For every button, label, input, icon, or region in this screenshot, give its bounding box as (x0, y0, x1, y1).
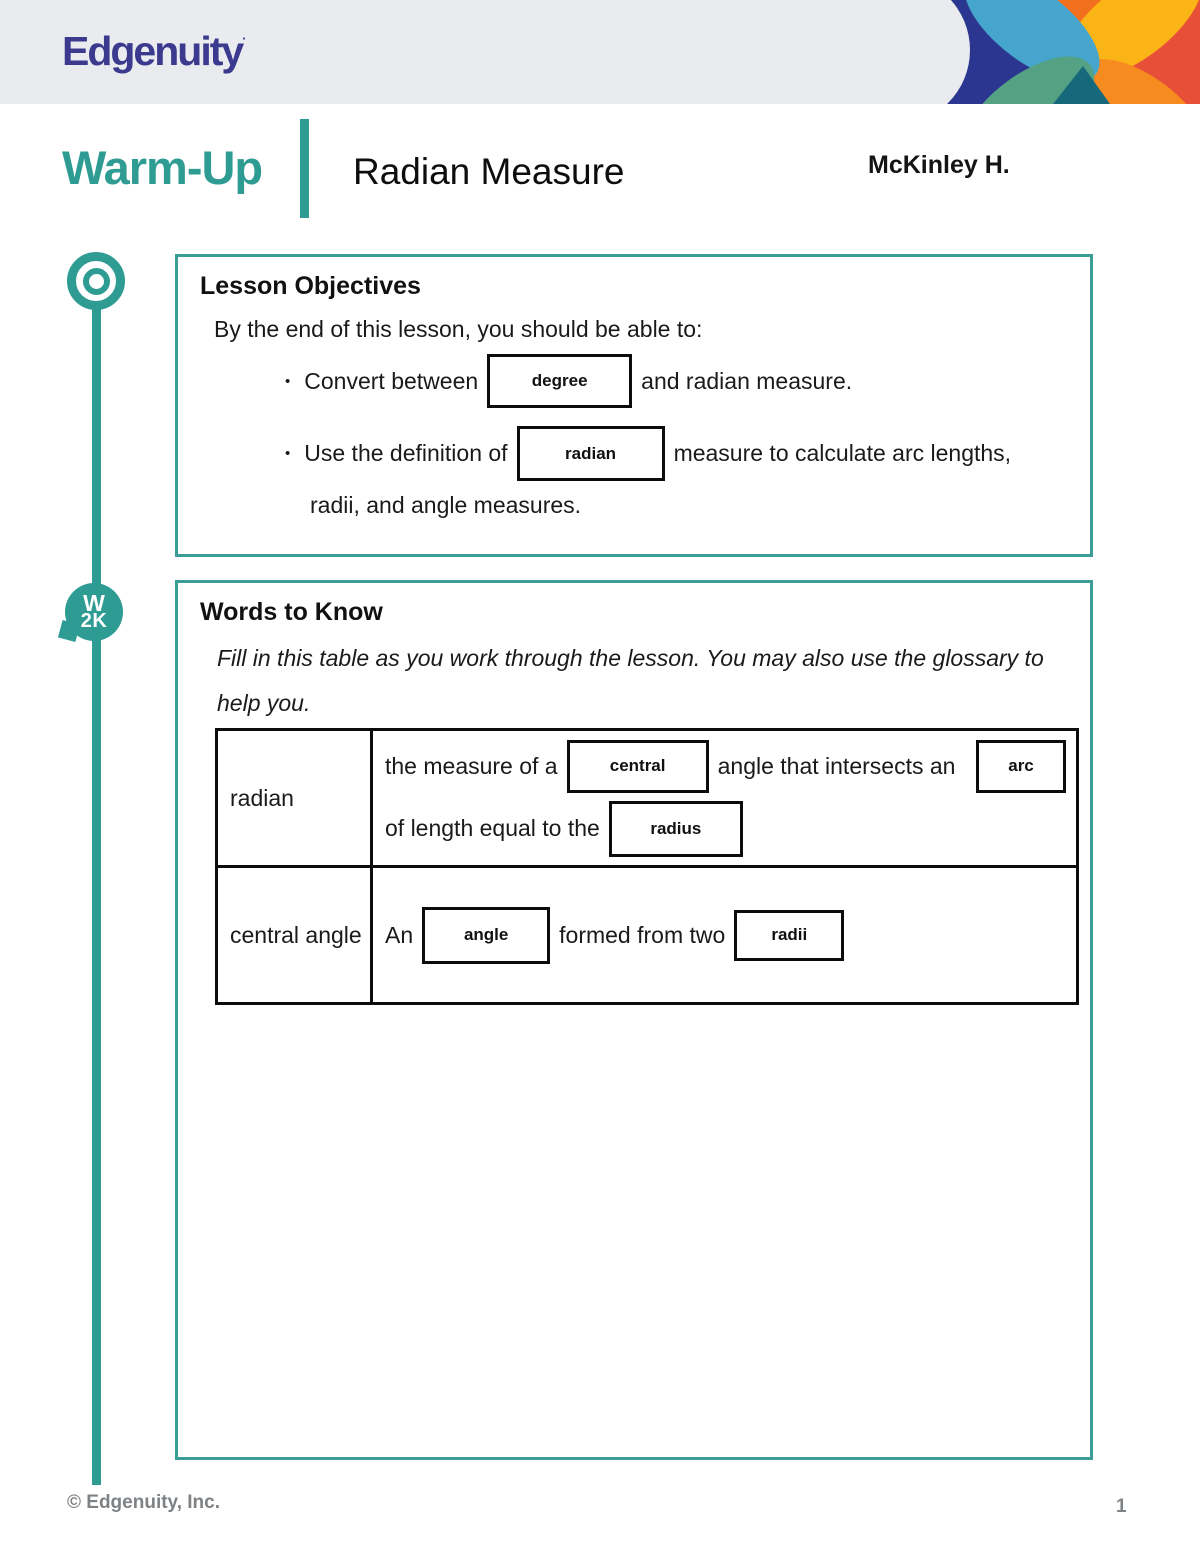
answer-field-degree[interactable]: degree (487, 354, 633, 408)
radian-def-line2-text: of length equal to the (385, 815, 600, 841)
answer-field-angle[interactable]: angle (422, 906, 551, 964)
w2k-badge-line1: W (83, 590, 105, 617)
answer-degree-text: degree (531, 371, 588, 390)
title-divider (300, 119, 309, 218)
answer-field-arc[interactable]: arc (976, 739, 1066, 793)
answer-arc-text: arc (1008, 756, 1034, 775)
page-number: 1 (1116, 1496, 1127, 1517)
copyright-text: © Edgenuity, Inc. (67, 1492, 220, 1513)
central-angle-definition-line: An angle formed from two radii (385, 906, 1066, 964)
words-to-know-panel (175, 580, 1093, 1460)
bullet-icon: • (285, 445, 291, 462)
answer-radii-text: radii (771, 925, 808, 944)
words-to-know-instructions-line2: help you. (217, 690, 311, 716)
lesson-objectives-panel (175, 254, 1093, 557)
answer-field-radian[interactable]: radian (516, 426, 665, 481)
answer-central-text: central (609, 756, 666, 775)
words-to-know-title: Words to Know (200, 598, 383, 626)
trademark-mark: · (242, 31, 247, 46)
objective-1-pre-text: Convert between (304, 367, 479, 394)
objective-2-pre-text: Use the definition of (304, 440, 508, 466)
objective-bullet-1: • Convert between degree and radian meas… (285, 354, 852, 408)
answer-radian-text: radian (565, 443, 617, 463)
objective-bullet-2: • Use the definition of radian measure t… (285, 426, 1011, 481)
bullet-icon: • (285, 372, 291, 390)
answer-angle-text: angle (463, 925, 509, 944)
objectives-bullseye-icon (67, 252, 125, 310)
lesson-objectives-title: Lesson Objectives (200, 272, 421, 300)
objective-1-post-text: and radian measure. (641, 367, 853, 394)
radian-def-pre-text: the measure of a (385, 752, 558, 779)
objective-2-continuation: radii, and angle measures. (310, 492, 582, 518)
header-band: Edgenuity· (0, 0, 1200, 104)
term-cell-radian: radian (218, 731, 373, 865)
w2k-badge-line2: 2K (80, 610, 108, 633)
page-title: Radian Measure (353, 151, 625, 192)
timeline-rail (92, 306, 101, 1485)
edgenuity-logo: Edgenuity· (62, 28, 247, 75)
edgenuity-logo-text: Edgenuity (62, 28, 244, 74)
radian-def-mid-text: angle that intersects an (717, 752, 956, 779)
words-to-know-badge-icon: W 2K (65, 583, 123, 641)
words-to-know-table: radian the measure of a central angle th… (215, 728, 1079, 1005)
term-cell-central-angle: central angle (218, 868, 373, 1002)
bullseye-inner-ring (82, 267, 110, 295)
pinwheel-logo-icon (920, 0, 1200, 104)
answer-field-central[interactable]: central (566, 739, 709, 793)
answer-field-radii[interactable]: radii (734, 909, 845, 961)
definition-cell-central-angle: An angle formed from two radii (373, 868, 1076, 1002)
definition-cell-radian: the measure of a central angle that inte… (373, 731, 1076, 865)
radian-definition-line2: of length equal to the radius (385, 800, 1066, 857)
radian-definition-line1: the measure of a central angle that inte… (385, 739, 1066, 793)
answer-radius-text: radius (650, 818, 702, 838)
objective-2-post-text: measure to calculate arc lengths, (673, 440, 1012, 466)
central-angle-mid-text: formed from two (559, 921, 726, 948)
lesson-objectives-intro: By the end of this lesson, you should be… (214, 316, 703, 342)
table-row-central-angle: central angle An angle formed from two r… (218, 868, 1076, 1002)
student-name: McKinley H. (868, 151, 1010, 179)
answer-field-radius[interactable]: radius (608, 800, 743, 857)
words-to-know-instructions-line1: Fill in this table as you work through t… (217, 645, 1044, 671)
central-angle-pre-text: An (385, 921, 414, 948)
table-row-radian: radian the measure of a central angle th… (218, 731, 1076, 868)
section-label: Warm-Up (62, 141, 263, 194)
